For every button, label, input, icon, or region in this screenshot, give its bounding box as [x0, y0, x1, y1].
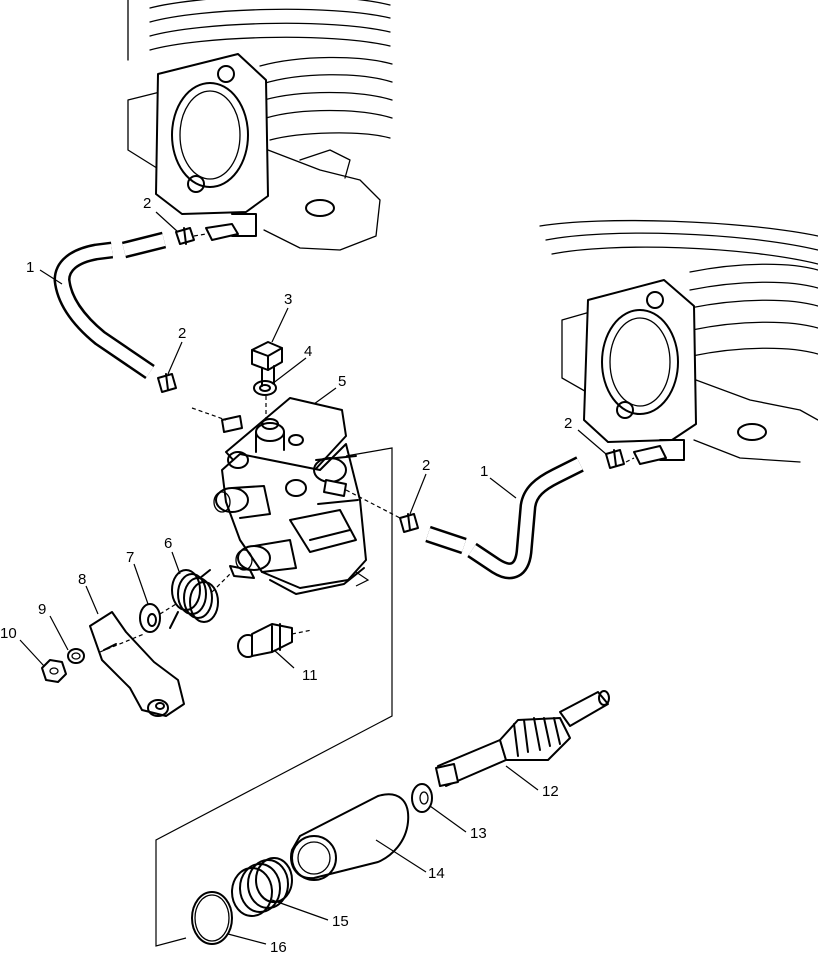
hose-clamp-mid-right	[399, 513, 419, 533]
cylinder-left-fitting	[205, 213, 257, 241]
callout-11: 11	[302, 667, 318, 684]
callout-leaders	[19, 211, 607, 945]
callout-2-mid-right: 2	[422, 457, 430, 474]
pump-drive-shaft	[435, 690, 610, 787]
pump-nipple-left	[221, 415, 243, 433]
callout-16: 16	[270, 939, 287, 956]
callout-12: 12	[542, 783, 559, 800]
pump-nipple-right	[323, 479, 347, 497]
callout-3: 3	[284, 291, 292, 308]
callout-labels: 1 2 2 3 4 5 6 7 8 9 10 11 2 1 2 12 13 14…	[0, 195, 572, 956]
hose-clamp-upper-right	[605, 449, 625, 469]
callout-6: 6	[164, 535, 172, 552]
callout-2-mid-left: 2	[178, 325, 186, 342]
throttle-lever	[89, 611, 185, 717]
oil-hose-left	[53, 231, 167, 380]
snap-ring	[191, 891, 233, 945]
oil-hose-right	[425, 456, 584, 580]
callout-10: 10	[0, 625, 17, 642]
lock-washer	[67, 648, 85, 664]
callout-15: 15	[332, 913, 349, 930]
callout-8: 8	[78, 571, 86, 588]
shaft-washer	[411, 783, 433, 813]
callout-14: 14	[428, 865, 445, 882]
cylinder-right	[539, 219, 818, 463]
return-spring	[169, 569, 219, 629]
hose-clamp-mid-left	[157, 373, 177, 393]
drive-sleeve	[290, 793, 410, 881]
callout-13: 13	[470, 825, 487, 842]
drive-spring	[231, 857, 293, 917]
sealing-washer	[253, 380, 277, 396]
callout-2-upper-right: 2	[564, 415, 572, 432]
banjo-bolt	[251, 341, 283, 387]
callout-1-right: 1	[480, 463, 488, 480]
assembly-boundary-lines	[99, 233, 635, 947]
lever-washer	[139, 603, 161, 633]
callout-9: 9	[38, 601, 46, 618]
callout-2-upper-left: 2	[143, 195, 151, 212]
hose-clamp-upper-left	[175, 227, 195, 245]
mounting-bolt	[237, 623, 293, 658]
cylinder-right-fitting	[633, 439, 685, 465]
callout-5: 5	[338, 373, 346, 390]
callout-4: 4	[304, 343, 312, 360]
nut	[41, 659, 67, 683]
callout-1-left: 1	[26, 259, 34, 276]
callout-7: 7	[126, 549, 134, 566]
cylinder-left	[127, 0, 393, 251]
